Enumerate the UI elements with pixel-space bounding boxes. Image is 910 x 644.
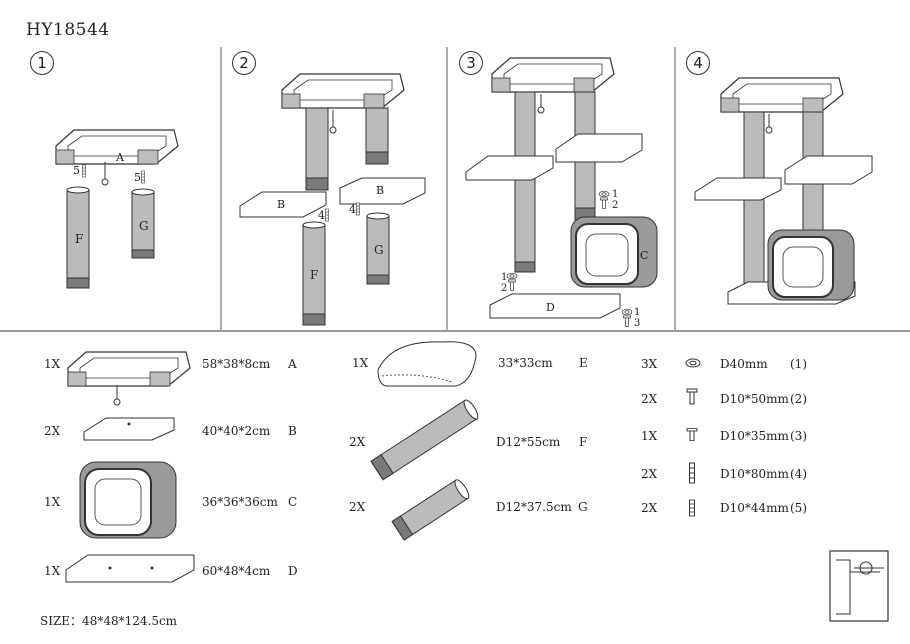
step2-label-b1: B (277, 198, 285, 211)
product-code: HY18544 (26, 20, 110, 40)
hw-4-code: (4) (790, 467, 807, 481)
bolt-icon (686, 388, 698, 405)
double-screw-icon (689, 462, 695, 484)
part-g-qty: 2X (349, 500, 366, 514)
part-b-size: 40*40*2cm (202, 424, 271, 438)
part-c-qty: 1X (44, 495, 61, 509)
step1-label-f: F (75, 232, 83, 246)
part-illustrations (65, 341, 479, 583)
part-c-size: 36*36*36cm (202, 495, 278, 509)
book-icon (829, 550, 889, 622)
part-f-letter: F (579, 435, 588, 449)
step2-label-c1: 4 (318, 209, 325, 222)
hw-1-code: (1) (790, 357, 807, 371)
hardware-icons (685, 358, 701, 517)
hw-4-qty: 2X (641, 467, 658, 481)
step1-label-a: A (115, 151, 125, 164)
step3-label-h3a: 1 (634, 307, 640, 318)
hw-3-size: D10*35mm (720, 429, 789, 443)
step-2-illustration: B B 4 4 F G (239, 73, 426, 326)
part-e-letter: E (579, 356, 588, 370)
hw-2-code: (2) (790, 392, 807, 406)
step3-label-h1b: 2 (612, 200, 618, 211)
hw-2-qty: 2X (641, 392, 658, 406)
part-e-qty: 1X (352, 356, 369, 370)
hw-5-qty: 2X (641, 501, 658, 515)
step-2-number: 2 (232, 51, 256, 75)
double-screw-icon (689, 499, 695, 517)
hw-3-code: (3) (790, 429, 807, 443)
washer-icon (685, 358, 701, 368)
step-1-number: 1 (30, 51, 54, 75)
step-1-illustration: A 5 5 F G (55, 129, 179, 289)
step2-label-g: G (374, 243, 384, 257)
part-e-size: 33*33cm (498, 356, 553, 370)
part-d-letter: D (288, 564, 298, 578)
part-c-letter: C (288, 495, 298, 509)
step-3-number: 3 (459, 51, 483, 75)
part-b-letter: B (288, 424, 297, 438)
part-g-size: D12*37.5cm (496, 500, 572, 514)
part-d-size: 60*48*4cm (202, 564, 271, 578)
hw-4-size: D10*80mm (720, 467, 789, 481)
step-4-illustration (694, 77, 873, 305)
step3-label-d: D (546, 301, 555, 314)
part-g-letter: G (578, 500, 588, 514)
part-a-qty: 1X (44, 357, 61, 371)
step1-label-g: G (139, 219, 149, 233)
part-d-qty: 1X (44, 564, 61, 578)
overall-size-note: SIZE：48*48*124.5cm (40, 614, 178, 628)
step3-label-h3b: 3 (634, 318, 640, 329)
step3-label-h1a: 1 (612, 189, 618, 200)
step3-label-h2b: 2 (501, 283, 507, 294)
part-b-qty: 2X (44, 424, 61, 438)
step-3-illustration: C D 1 2 1 2 1 3 (465, 57, 658, 329)
step1-label-c2: 5 (134, 171, 141, 184)
step2-label-c2: 4 (349, 203, 356, 216)
part-f-size: D12*55cm (496, 435, 561, 449)
hw-5-code: (5) (790, 501, 807, 515)
step3-label-h2a: 1 (501, 272, 507, 283)
hw-1-size: D40mm (720, 357, 768, 371)
hw-5-size: D10*44mm (720, 501, 789, 515)
step2-label-f: F (310, 268, 318, 282)
step-4-number: 4 (686, 51, 710, 75)
hw-3-qty: 1X (641, 429, 658, 443)
step2-label-b2: B (376, 184, 384, 197)
hw-1-qty: 3X (641, 357, 658, 371)
step1-label-c1: 5 (73, 164, 80, 177)
part-a-size: 58*38*8cm (202, 357, 271, 371)
bolt-icon (686, 428, 698, 442)
part-a-letter: A (288, 357, 297, 371)
step3-label-c: C (640, 249, 648, 262)
hw-2-size: D10*50mm (720, 392, 789, 406)
part-f-qty: 2X (349, 435, 366, 449)
